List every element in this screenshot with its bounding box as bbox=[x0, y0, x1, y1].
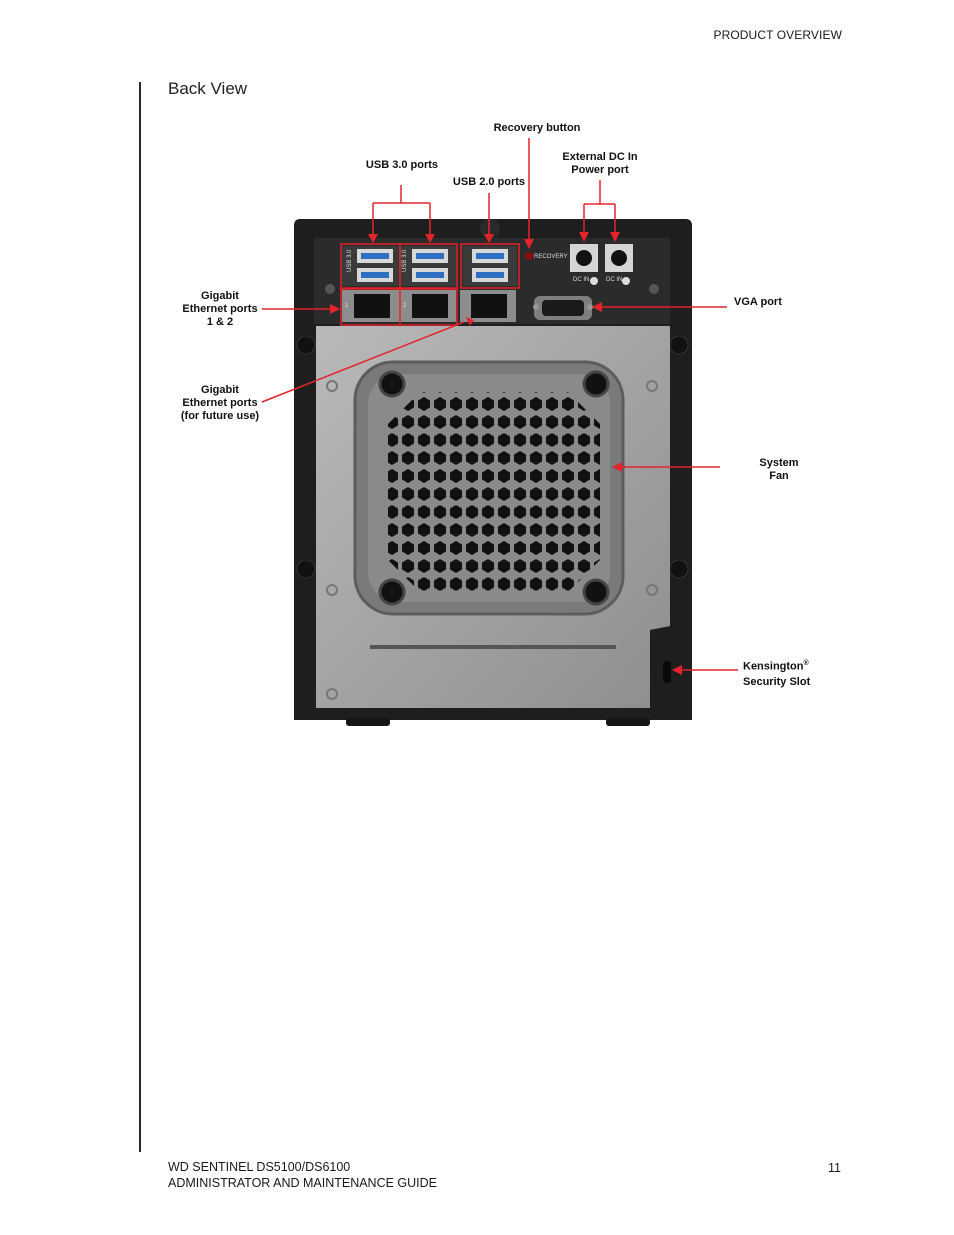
callout-gigabit-future: Gigabit Ethernet ports (for future use) bbox=[180, 384, 260, 422]
recovery-label: RECOVERY bbox=[534, 254, 568, 260]
callout-dc-in: External DC In Power port bbox=[562, 151, 638, 176]
footer-title: WD SENTINEL DS5100/DS6100 ADMINISTRATOR … bbox=[168, 1160, 438, 1190]
dcin-label-b: DC IN bbox=[606, 277, 622, 283]
fan-plate bbox=[316, 326, 671, 708]
back-view-figure: RECOVERY USB 3.0 USB 3.0 DC IN DC IN 1 2 bbox=[261, 138, 738, 726]
eth2-label: 2 bbox=[403, 303, 407, 309]
callout-vga: VGA port bbox=[734, 296, 782, 308]
eth1-label: 1 bbox=[345, 303, 349, 309]
callout-recovery-button: Recovery button bbox=[493, 122, 581, 134]
page-number: 11 bbox=[828, 1161, 841, 1175]
callout-boxes bbox=[340, 243, 520, 326]
callout-usb30: USB 3.0 ports bbox=[365, 159, 439, 171]
running-header: PRODUCT OVERVIEW bbox=[713, 28, 842, 42]
margin-rule bbox=[139, 82, 141, 1152]
io-panel bbox=[314, 238, 670, 324]
section-title: Back View bbox=[168, 79, 248, 98]
callout-kensington: Kensington® Security Slot bbox=[743, 660, 811, 688]
callout-leaders bbox=[261, 138, 738, 675]
usb30-label-b: USB 3.0 bbox=[402, 249, 408, 272]
dcin-label-a: DC IN bbox=[573, 277, 589, 283]
callout-gigabit-1-2: Gigabit Ethernet ports 1 & 2 bbox=[182, 290, 258, 328]
callout-system-fan: System Fan bbox=[759, 457, 799, 482]
usb30-label-a: USB 3.0 bbox=[347, 249, 353, 272]
callout-usb20: USB 2.0 ports bbox=[452, 176, 526, 188]
